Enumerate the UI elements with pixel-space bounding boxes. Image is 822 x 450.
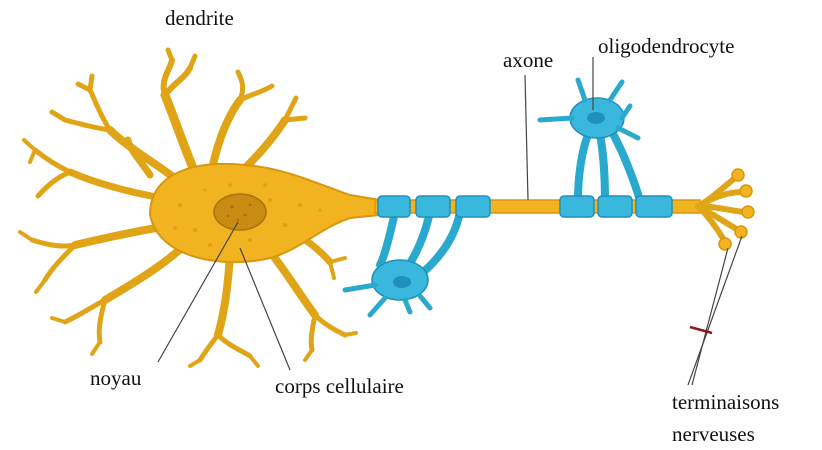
myelin-sheaths-left — [378, 196, 490, 217]
nucleus — [214, 194, 266, 230]
axon-terminals — [698, 169, 754, 250]
label-corps-cellulaire: corps cellulaire — [275, 376, 404, 397]
oligodendrocyte-lower — [345, 212, 460, 315]
myelin-sheaths-right — [560, 196, 672, 217]
leader-terminaisons-1 — [688, 236, 742, 385]
label-terminaisons: terminaisons — [672, 392, 779, 413]
leader-terminaisons-2 — [692, 248, 728, 385]
label-oligodendrocyte: oligodendrocyte — [598, 36, 734, 57]
label-dendrite: dendrite — [165, 8, 234, 29]
oligodendrocyte-upper — [540, 80, 640, 200]
leader-axone — [525, 75, 528, 200]
label-axone: axone — [503, 50, 553, 71]
label-noyau: noyau — [90, 368, 141, 389]
label-nerveuses: nerveuses — [672, 424, 755, 445]
